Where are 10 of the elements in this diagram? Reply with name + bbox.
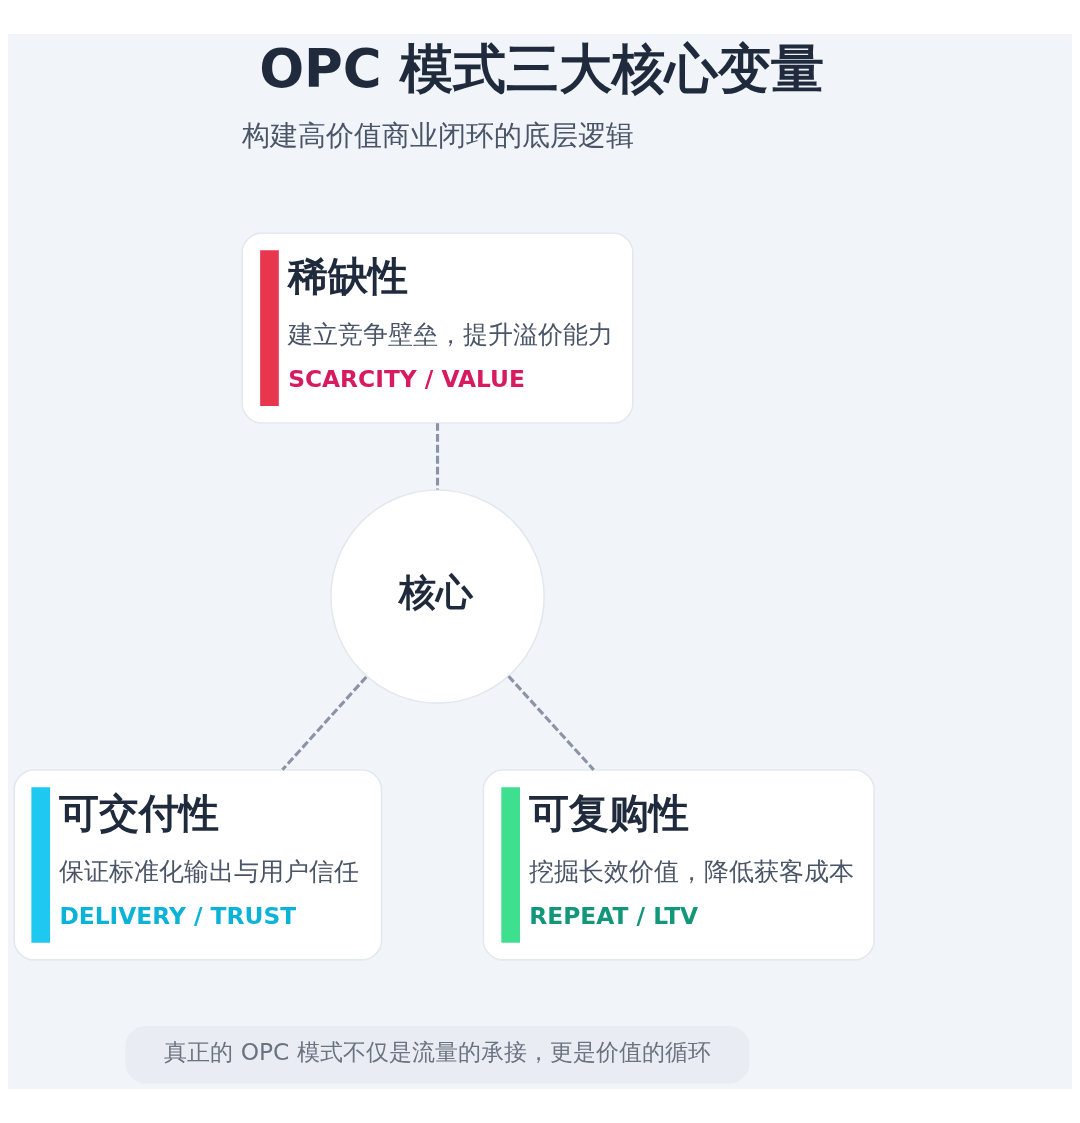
connector — [281, 675, 368, 771]
label: 真正的 OPC 模式不仅是流量的承接，更是价值的循环 — [164, 1038, 711, 1067]
label: 构建高价值商业闭环的底层逻辑 — [241, 119, 634, 153]
diagram-title: OPC 模式三大核心变量 — [259, 38, 825, 100]
node-box: 稀缺性 建立竞争壁垒，提升溢价能力 SCARCITY / VALUE — [241, 232, 634, 424]
connector — [507, 675, 595, 771]
node-box: 可交付性 保证标准化输出与用户信任 DELIVERY / TRUST — [13, 769, 383, 961]
node-box: 可复购性 挖掘长效价值，降低获客成本 REPEAT / LTV — [482, 769, 875, 961]
connector — [435, 423, 440, 490]
node-circle: 核心 — [330, 489, 545, 704]
